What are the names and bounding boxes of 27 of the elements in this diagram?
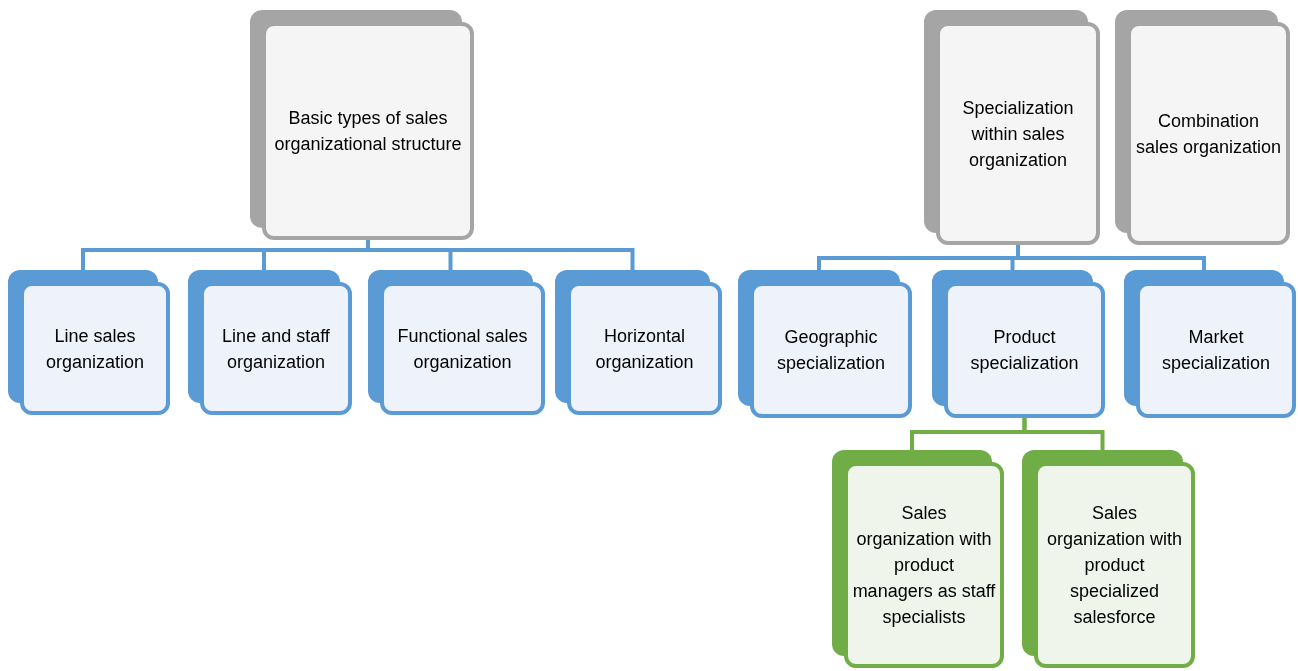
stacked-card: [8, 270, 170, 415]
stacked-card: [188, 270, 352, 415]
node-text: Functional sales organization: [396, 324, 529, 374]
node-text: Basic types of sales organizational structure: [273, 107, 463, 156]
stacked-card: [932, 270, 1105, 418]
node-text: Product specialization: [969, 326, 1080, 375]
node-text: Line sales organization: [44, 324, 146, 374]
node-text: Sales organization with product specialized salesforce: [1045, 502, 1184, 629]
stacked-card: [738, 270, 912, 418]
stacked-card: [250, 10, 474, 240]
stacked-card: [368, 270, 545, 415]
stacked-card: [1124, 270, 1296, 418]
node-text: Sales organization with product managers as staff specialists: [852, 502, 996, 629]
node-text: Specialization within sales organization: [961, 96, 1075, 172]
stacked-card: [924, 10, 1100, 245]
node-text: Geographic specialization: [775, 326, 887, 375]
node-text: Market specialization: [1160, 326, 1272, 375]
stacked-card: [1022, 450, 1195, 668]
node-text: Horizontal organization: [594, 324, 695, 374]
stacked-card: [1115, 10, 1290, 245]
stacked-card: [832, 450, 1004, 668]
connector-line: [1016, 245, 1206, 270]
connector-line: [366, 240, 635, 270]
stacked-card: [555, 270, 722, 415]
node-text: Line and staff organization: [221, 324, 331, 374]
node-text: Combination sales organization: [1135, 109, 1282, 159]
connector-line: [1022, 418, 1105, 450]
